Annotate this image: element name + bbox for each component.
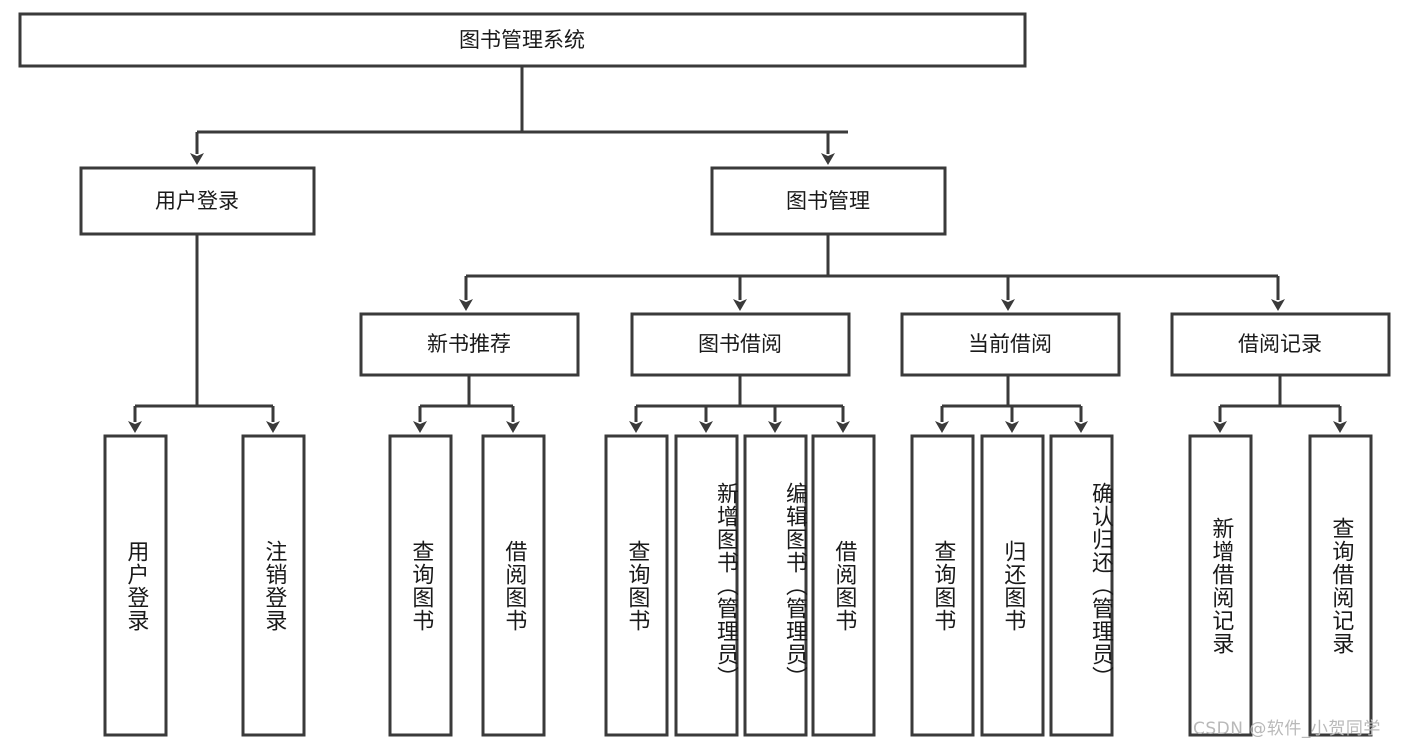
node-current-borrow-label: 当前借阅 [968,332,1052,356]
node-user-login[interactable]: 用户登录 [79,166,316,236]
leaf-node-add-book-admin[interactable] [674,434,739,737]
leaf-node-logout[interactable] [241,434,306,737]
leaf-node-borrow-book-recommend[interactable] [481,434,546,737]
node-book-borrow-label: 图书借阅 [698,332,782,356]
leaf-node-edit-book-admin[interactable] [743,434,808,737]
connector-newbook-to-leaves [413,375,520,433]
leaf-node-return-book[interactable] [980,434,1045,737]
leaf-node-user-login[interactable] [103,434,168,737]
node-book-borrow[interactable]: 图书借阅 [630,312,851,377]
leaf-node-query-borrow-record[interactable] [1308,434,1373,737]
connector-currentborrow-to-leaves [935,375,1088,433]
leaf-node-confirm-return-admin[interactable] [1049,434,1114,737]
leaf-node-query-book-current[interactable] [910,434,975,737]
leaf-node-query-book-recommend[interactable] [388,434,453,737]
node-user-login-label: 用户登录 [155,189,239,213]
connector-borrowbook-to-leaves [629,375,850,433]
node-book-management[interactable]: 图书管理 [710,166,947,236]
node-current-borrow[interactable]: 当前借阅 [900,312,1121,377]
node-new-book-recommend-label: 新书推荐 [427,332,511,356]
leaf-node-borrow-book[interactable] [811,434,876,737]
leaf-node-query-book-borrow[interactable] [604,434,669,737]
connector-borrowrecord-to-leaves [1213,375,1347,433]
connector-userlogin-to-leaves [128,234,280,433]
watermark-text: CSDN @软件_小贺同学 [1193,719,1381,739]
node-root[interactable]: 图书管理系统 [18,12,1027,68]
connector-bookmgmt-to-level3 [459,234,1285,311]
node-borrow-record-label: 借阅记录 [1238,332,1322,356]
node-root-label: 图书管理系统 [459,28,585,52]
node-book-management-label: 图书管理 [786,189,870,213]
node-new-book-recommend[interactable]: 新书推荐 [359,312,580,377]
connector-root-to-level2 [190,66,848,165]
node-borrow-record[interactable]: 借阅记录 [1170,312,1391,377]
leaf-node-add-borrow-record[interactable] [1188,434,1253,737]
